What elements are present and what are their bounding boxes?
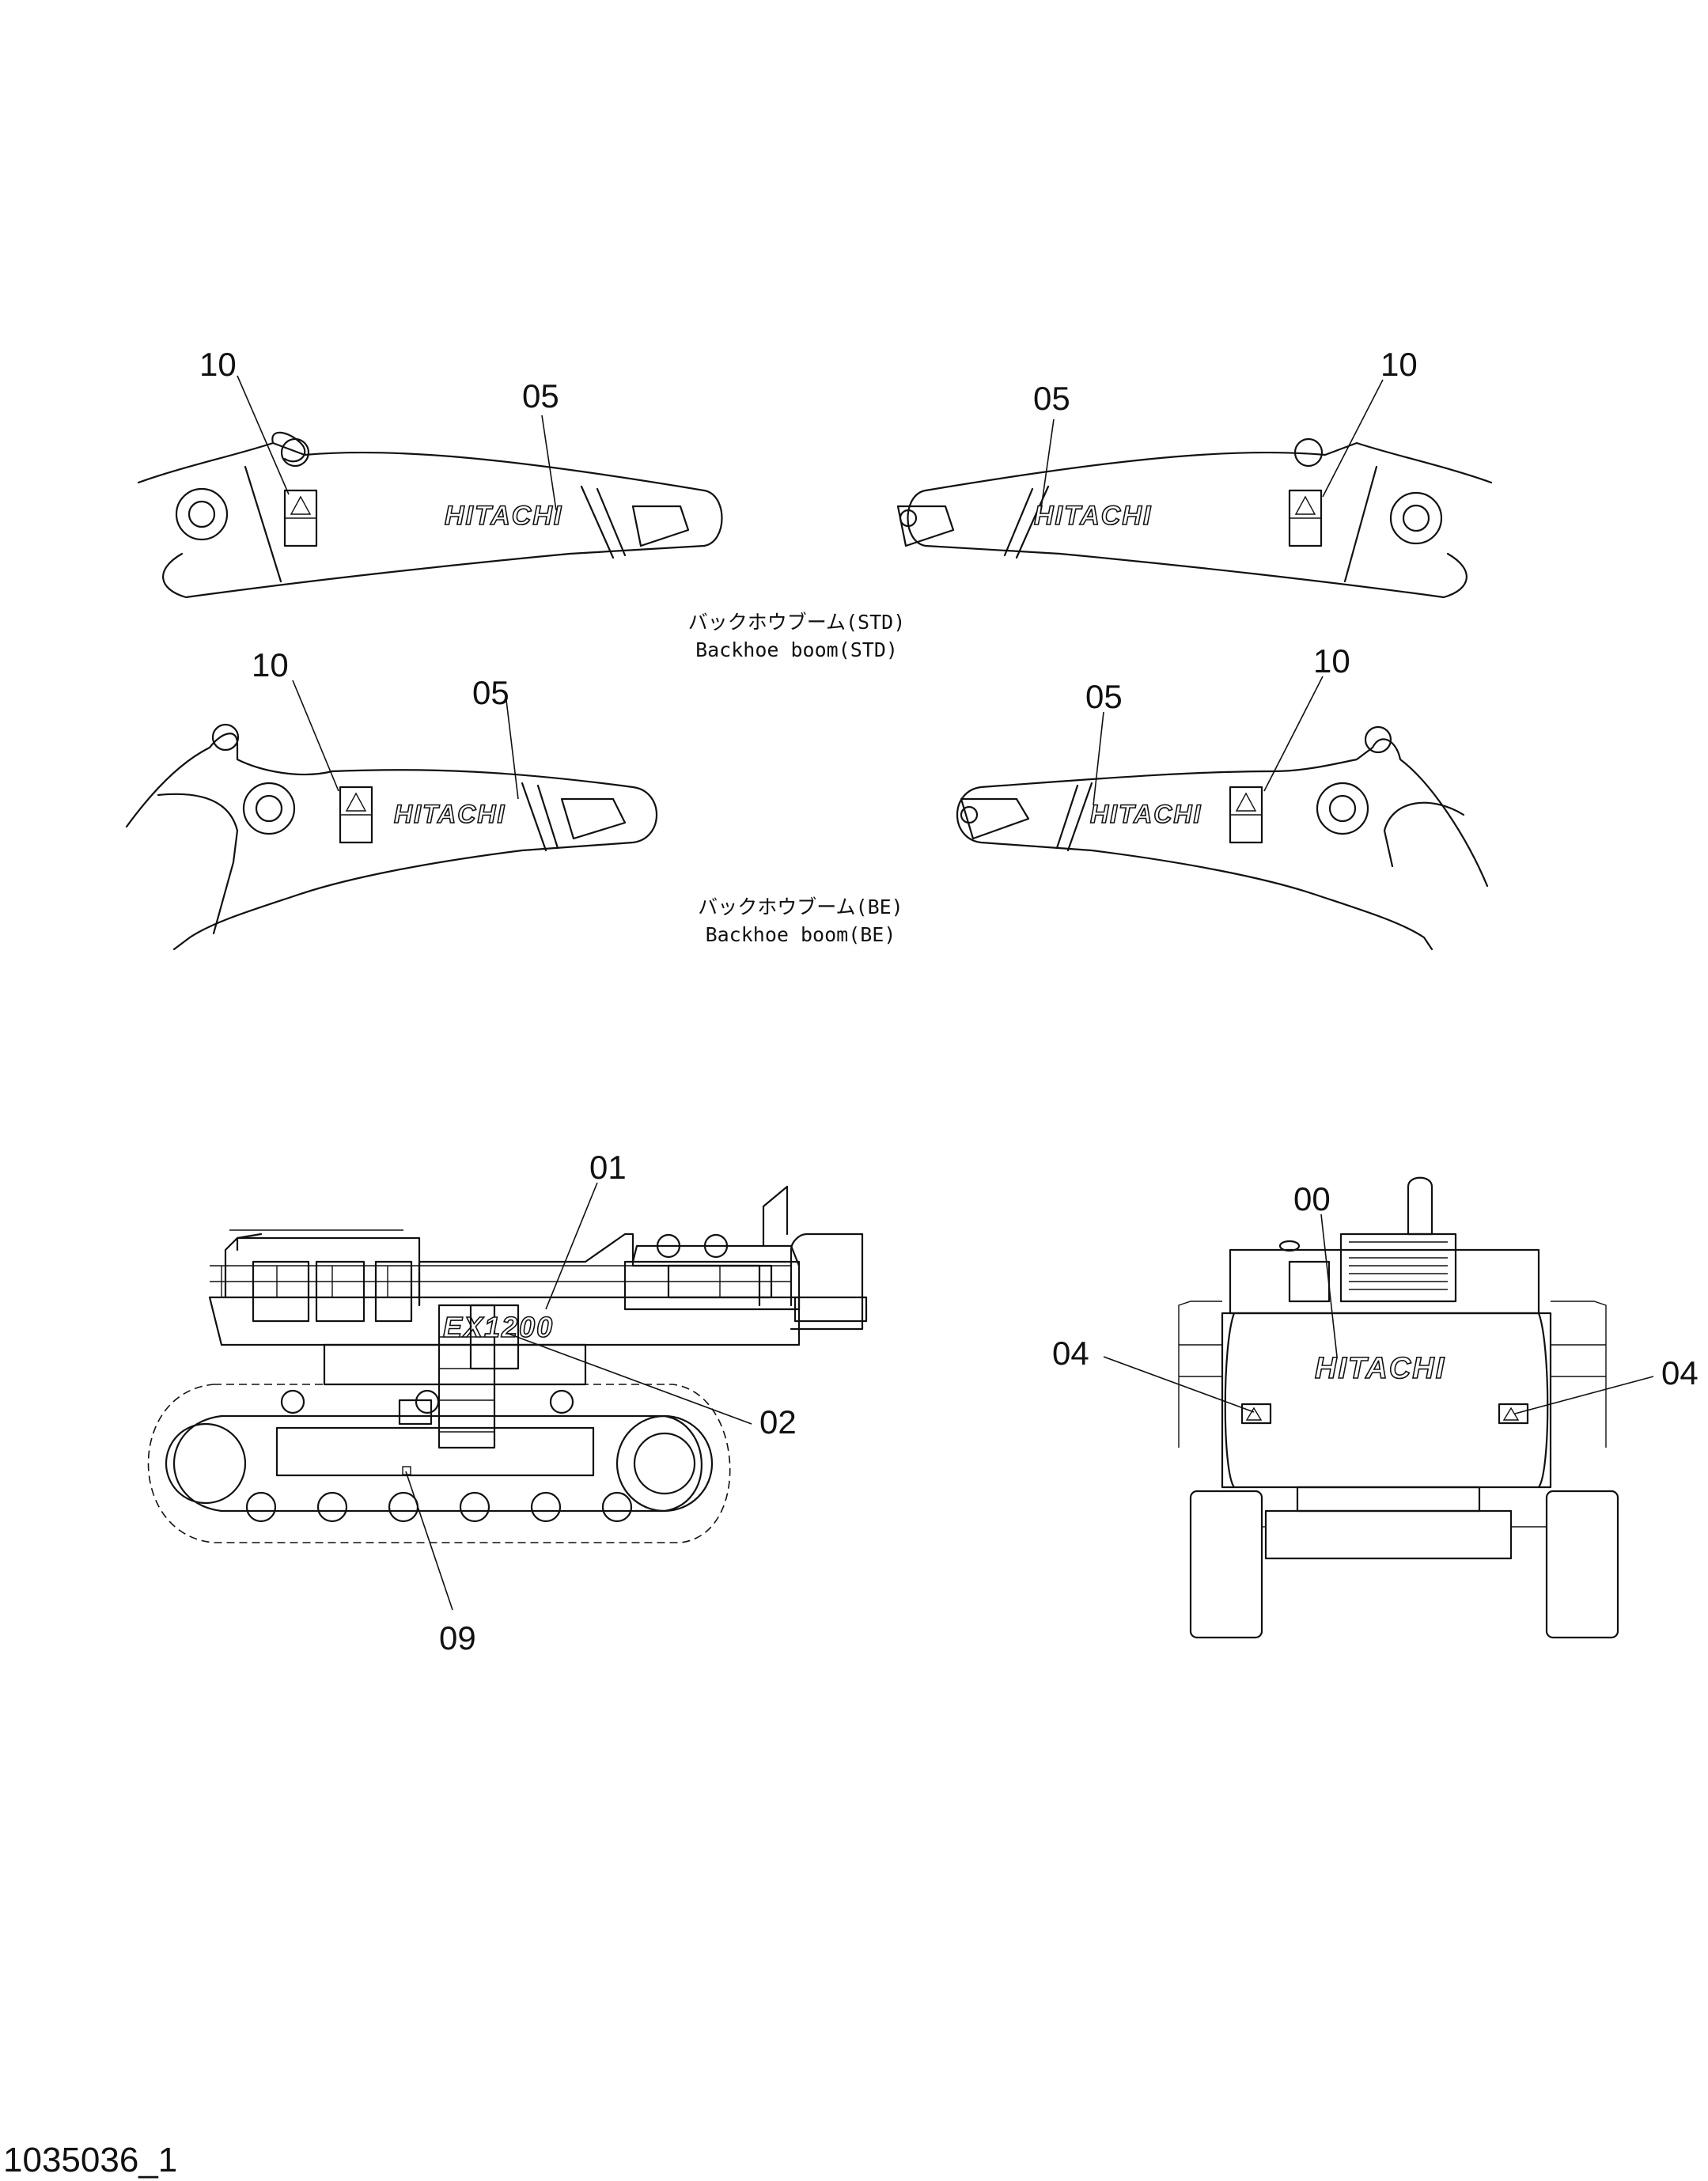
brand-label: HITACHI — [1034, 501, 1152, 531]
callout-side-09: 09 — [439, 1619, 476, 1657]
callout-be-left-10: 10 — [252, 646, 289, 683]
callout-std-left-05: 05 — [522, 377, 559, 415]
caption-std-jp: バックホウブーム(STD) — [688, 611, 906, 634]
brand-label: HITACHI — [445, 501, 562, 531]
drawing-number: 1035036_1 — [3, 2141, 177, 2179]
callout-be-right-10: 10 — [1313, 642, 1350, 680]
excavator-side-view: EX1200 01 02 09 — [147, 1149, 868, 1657]
caption-std-en: Backhoe boom(STD) — [695, 638, 898, 661]
callout-std-right-05: 05 — [1033, 380, 1070, 417]
caption-be-jp: バックホウブーム(BE) — [698, 895, 903, 918]
callout-std-right-10: 10 — [1380, 346, 1418, 383]
callout-side-02: 02 — [759, 1403, 797, 1441]
brand-label: HITACHI — [394, 800, 506, 828]
caption-be-en: Backhoe boom(BE) — [706, 923, 896, 946]
brand-label: HITACHI — [1090, 800, 1202, 828]
brand-label: HITACHI — [1315, 1352, 1445, 1385]
excavator-rear-view: HITACHI 00 04 04 — [1052, 1176, 1699, 1639]
model-label: EX1200 — [443, 1311, 554, 1343]
callout-side-01: 01 — [589, 1149, 627, 1186]
callout-be-left-05: 05 — [472, 674, 509, 711]
be-boom-right: HITACHI 10 05 — [956, 642, 1489, 951]
std-boom-left: HITACHI 10 05 — [137, 346, 723, 599]
callout-std-left-10: 10 — [199, 346, 237, 383]
std-boom-right: HITACHI 10 05 — [896, 346, 1493, 599]
callout-rear-04-right: 04 — [1661, 1354, 1699, 1392]
callout-be-right-05: 05 — [1085, 678, 1123, 715]
be-boom-left: HITACHI 10 05 — [125, 646, 658, 951]
callout-rear-00: 00 — [1293, 1180, 1331, 1217]
callout-rear-04-left: 04 — [1052, 1335, 1089, 1372]
